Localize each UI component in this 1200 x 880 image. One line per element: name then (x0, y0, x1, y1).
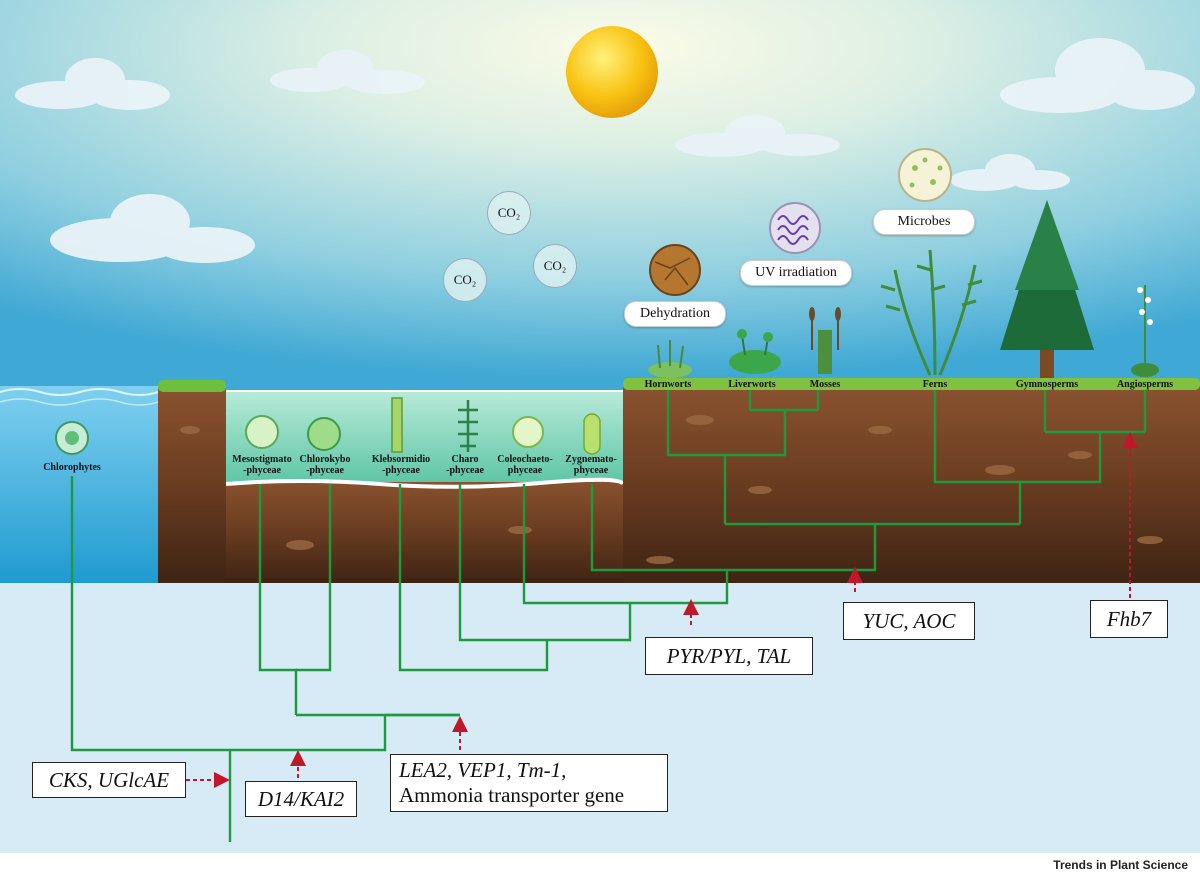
cloud (270, 50, 425, 94)
coleochaetophyceae-cell (512, 416, 544, 448)
liverwort-plant (729, 329, 781, 374)
taxon-zygnematophyceae: Zygnemato-phyceae (565, 454, 617, 476)
klebsormidiophyceae-filament (391, 397, 403, 453)
co2-label: CO₂ (453, 272, 477, 287)
microbes-label: Microbes (873, 209, 975, 235)
soil-rocks (180, 415, 1163, 564)
taxon-chlorokybophyceae: Chlorokybo-phyceae (299, 454, 351, 476)
gene-box-d14-kai2: D14/KAI2 (245, 781, 357, 817)
taxon-hornworts: Hornworts (644, 379, 692, 390)
taxon-ferns: Ferns (922, 379, 948, 390)
phylogenetic-tree (70, 390, 1147, 842)
fern-plant (880, 249, 983, 376)
taxon-angiosperms: Angiosperms (1116, 379, 1174, 390)
cloud (15, 58, 170, 110)
sun (566, 26, 658, 118)
gene-box-lea2-line1: LEA2, VEP1, Tm-1, (399, 758, 567, 782)
charophyceae-alga (458, 400, 478, 452)
ocean (0, 386, 158, 583)
uv-irradiation-label: UV irradiation (740, 260, 852, 286)
hornwort-plant (648, 340, 692, 378)
co2-bubble: CO₂ (487, 191, 531, 235)
uv-irradiation-icon (769, 202, 821, 254)
taxon-charophyceae: Charo-phyceae (446, 454, 484, 476)
co2-label: CO₂ (543, 258, 567, 273)
mesostigmatophyceae-cell (245, 415, 279, 449)
gymnosperm-tree (1000, 200, 1094, 378)
cloud (1000, 38, 1195, 113)
dehydration-icon (649, 244, 701, 296)
taxon-mosses: Mosses (809, 379, 841, 390)
co2-label: CO₂ (497, 205, 521, 220)
soil-left (158, 388, 226, 583)
angiosperm-plant (1131, 285, 1159, 377)
grass (623, 378, 1200, 390)
moss-plant (809, 307, 841, 374)
taxon-liverworts: Liverworts (728, 379, 776, 390)
taxon-klebsormidiophyceae: Klebsormidio-phyceae (371, 454, 431, 476)
soil-land (623, 384, 1200, 583)
taxon-mesostigmatophyceae: Mesostigmato-phyceae (232, 454, 292, 476)
zygnematophyceae-cell (583, 413, 601, 455)
taxon-chlorophytes: Chlorophytes (43, 462, 101, 473)
soil-pond-bed (226, 478, 623, 583)
cloud (50, 194, 255, 263)
cloud (950, 154, 1070, 191)
gene-box-fhb7: Fhb7 (1090, 600, 1168, 638)
gene-box-yuc-aoc: YUC, AOC (843, 602, 975, 640)
gene-arrows (186, 432, 1138, 788)
journal-footer: Trends in Plant Science (1053, 858, 1188, 872)
gene-box-lea2: LEA2, VEP1, Tm-1, Ammonia transporter ge… (390, 754, 668, 812)
co2-bubble: CO₂ (533, 244, 577, 288)
cloud (675, 115, 840, 157)
chlorokybophyceae-cell (307, 417, 341, 451)
gene-box-cks-uglcae: CKS, UGlcAE (32, 762, 186, 798)
co2-bubble: CO₂ (443, 258, 487, 302)
tree-panel (0, 583, 1200, 853)
microbes-icon (898, 148, 952, 202)
dehydration-label: Dehydration (624, 301, 726, 327)
gene-box-pyr-pyl-tal: PYR/PYL, TAL (645, 637, 813, 675)
clouds (15, 38, 1195, 263)
freshwater-pond (226, 392, 623, 482)
taxon-coleochaetophyceae: Coleochaeto-phyceae (497, 454, 553, 476)
taxon-gymnosperms: Gymnosperms (1015, 379, 1079, 390)
gene-box-lea2-line2: Ammonia transporter gene (399, 783, 625, 807)
